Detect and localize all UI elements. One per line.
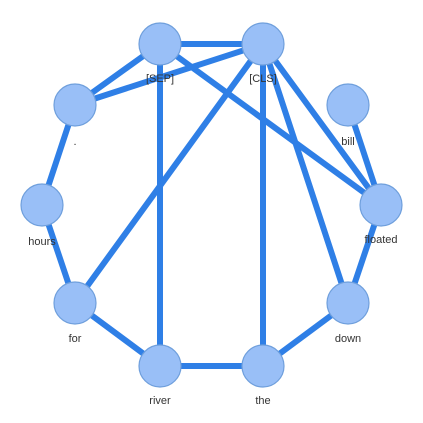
node-label-hours: hours <box>28 236 56 248</box>
node-label-period: . <box>73 136 76 148</box>
node-label-river: river <box>149 395 171 407</box>
node-label-sep: [SEP] <box>146 73 174 85</box>
edge-cls-for <box>72 41 266 306</box>
node-label-down: down <box>335 333 361 345</box>
node-down[interactable] <box>326 281 370 325</box>
node-the[interactable] <box>241 344 285 388</box>
node-period[interactable] <box>53 83 97 127</box>
node-bill[interactable] <box>326 83 370 127</box>
node-sep[interactable] <box>138 22 182 66</box>
edge-cls-down <box>260 41 351 306</box>
labels-layer: [SEP] [CLS] bill floated down the river for hour… <box>28 73 397 407</box>
node-river[interactable] <box>138 344 182 388</box>
node-label-cls: [CLS] <box>249 73 277 85</box>
edge-cls-floated <box>260 41 384 208</box>
edge-sep-floated <box>157 41 384 208</box>
node-label-bill: bill <box>341 136 354 148</box>
node-hours[interactable] <box>20 183 64 227</box>
node-label-the: the <box>255 395 270 407</box>
node-for[interactable] <box>53 281 97 325</box>
node-floated[interactable] <box>359 183 403 227</box>
nodes-layer <box>20 22 403 388</box>
node-label-for: for <box>69 333 82 345</box>
node-cls[interactable] <box>241 22 285 66</box>
edge-cls-period <box>72 41 266 108</box>
edges-layer <box>39 41 384 369</box>
node-label-floated: floated <box>364 234 397 246</box>
